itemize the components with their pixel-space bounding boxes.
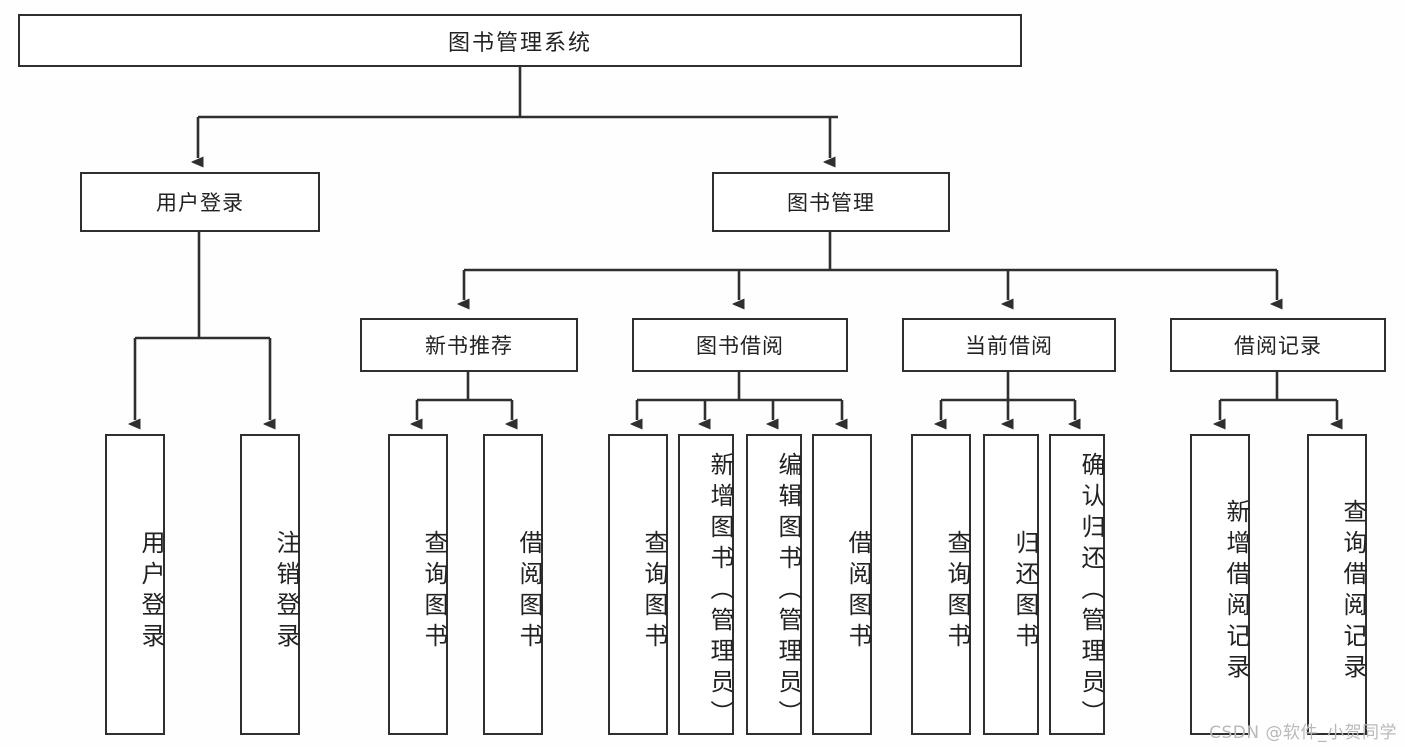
node-label: 图书管理: [787, 191, 875, 215]
node-label: 新增图书（管理员）: [706, 452, 734, 731]
node-book-borrow[interactable]: 图书借阅: [632, 318, 848, 372]
node-label: 查询图书: [420, 529, 448, 654]
node-borrow-record[interactable]: 借阅记录: [1170, 318, 1386, 372]
leaf-borrow-query-book[interactable]: 查询图书: [608, 434, 668, 735]
node-label: 图书借阅: [696, 334, 784, 358]
leaf-borrow-borrow-book[interactable]: 借阅图书: [812, 434, 872, 735]
leaf-user-login-login[interactable]: 用户登录: [105, 434, 165, 735]
node-label: 归还图书: [1011, 529, 1039, 654]
node-label: 注销登录: [272, 529, 300, 654]
node-label: 查询图书: [943, 529, 971, 654]
node-label: 用户登录: [156, 191, 244, 215]
node-label: 借阅图书: [515, 529, 543, 654]
watermark: CSDN @软件_小贺同学: [1209, 723, 1397, 743]
node-user-login[interactable]: 用户登录: [80, 172, 320, 232]
leaf-user-login-logout[interactable]: 注销登录: [240, 434, 300, 735]
node-book-management[interactable]: 图书管理: [712, 172, 950, 232]
leaf-borrow-edit-book[interactable]: 编辑图书（管理员）: [746, 434, 802, 735]
node-label: 当前借阅: [965, 334, 1053, 358]
node-label: 借阅记录: [1234, 334, 1322, 358]
node-new-book-recommend[interactable]: 新书推荐: [360, 318, 578, 372]
leaf-new-book-borrow[interactable]: 借阅图书: [483, 434, 543, 735]
leaf-borrow-add-book[interactable]: 新增图书（管理员）: [678, 434, 734, 735]
leaf-current-return-book[interactable]: 归还图书: [983, 434, 1039, 735]
node-label: 用户登录: [137, 529, 165, 654]
node-label: 查询图书: [640, 529, 668, 654]
node-label: 新书推荐: [425, 334, 513, 358]
node-label: 借阅图书: [844, 529, 872, 654]
leaf-record-add-record[interactable]: 新增借阅记录: [1190, 434, 1250, 735]
node-label: 确认归还（管理员）: [1077, 452, 1105, 731]
leaf-new-book-query[interactable]: 查询图书: [388, 434, 448, 735]
leaf-current-confirm-return[interactable]: 确认归还（管理员）: [1049, 434, 1105, 735]
node-label: 新增借阅记录: [1222, 498, 1250, 685]
node-root-system[interactable]: 图书管理系统: [18, 14, 1022, 67]
node-label: 编辑图书（管理员）: [774, 452, 802, 731]
node-label: 图书管理系统: [447, 30, 592, 56]
leaf-record-query-record[interactable]: 查询借阅记录: [1307, 434, 1367, 735]
node-current-borrow[interactable]: 当前借阅: [902, 318, 1116, 372]
leaf-current-query-book[interactable]: 查询图书: [911, 434, 971, 735]
node-label: 查询借阅记录: [1339, 498, 1367, 685]
